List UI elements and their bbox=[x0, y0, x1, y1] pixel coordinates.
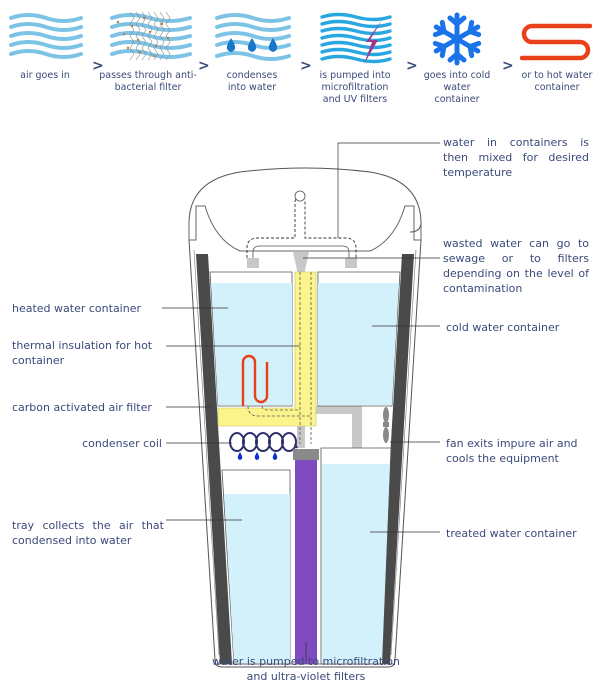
callout-thermal-insulation: thermal insulation for hot container bbox=[12, 339, 153, 367]
callout-condenser-coil: condenser coil bbox=[82, 437, 162, 450]
step-label-filter: passes through anti-bacterial filter bbox=[99, 70, 197, 93]
condenser-coil-shape bbox=[229, 432, 298, 452]
step-arrow: > bbox=[92, 58, 104, 74]
step-label-uv: is pumped into microfiltration and UV fi… bbox=[319, 70, 391, 105]
snowflake-icon bbox=[430, 12, 484, 66]
left-dark-wall bbox=[196, 254, 232, 664]
lightning-icon bbox=[364, 20, 382, 64]
step-arrow: > bbox=[300, 58, 312, 74]
outer-body bbox=[188, 239, 422, 668]
step-arrow: > bbox=[406, 58, 418, 74]
heating-coil-icon bbox=[520, 23, 592, 61]
callout-carbon-filter: carbon activated air filter bbox=[12, 401, 152, 414]
callout-heated-container: heated water container bbox=[12, 302, 141, 315]
callout-fan: fan exits impure air and cools the equip… bbox=[446, 437, 578, 465]
step-label-air-in: air goes in bbox=[20, 70, 70, 81]
callout-mixing: water in containers is then mixed for de… bbox=[443, 136, 589, 179]
callout-treated-container: treated water container bbox=[446, 527, 577, 540]
pipe-connector bbox=[300, 406, 360, 414]
callout-pump: water is pumped to microfiltration and u… bbox=[211, 655, 401, 683]
pipe-left bbox=[247, 258, 259, 268]
callout-tray: tray collects the air that condensed int… bbox=[12, 519, 164, 547]
anti-bacterial-filter-icon bbox=[110, 11, 192, 61]
pipe-right bbox=[345, 258, 357, 268]
condensing-droplets-icon bbox=[215, 13, 291, 61]
uv-filter-cap bbox=[293, 449, 319, 460]
step-arrow: > bbox=[502, 58, 514, 74]
step-arrow: > bbox=[198, 58, 210, 74]
step-label-cold: goes into cold water container bbox=[423, 70, 491, 105]
mixing-chamber bbox=[246, 196, 357, 258]
heating-element bbox=[241, 354, 269, 406]
uv-filter-tube bbox=[295, 460, 317, 664]
step-label-condenses: condenses into water bbox=[226, 70, 278, 93]
callout-cold-container: cold water container bbox=[446, 321, 560, 334]
right-dark-wall bbox=[378, 254, 414, 664]
step-label-hot: or to hot water container bbox=[521, 70, 593, 93]
thermal-insulation bbox=[217, 271, 317, 427]
uv-filter-icon bbox=[320, 12, 392, 64]
callout-wasted-water: wasted water can go to sewage or to filt… bbox=[443, 237, 589, 295]
leader-lines bbox=[162, 142, 440, 662]
air-waves-icon bbox=[9, 13, 83, 59]
fan-shape bbox=[383, 407, 389, 443]
